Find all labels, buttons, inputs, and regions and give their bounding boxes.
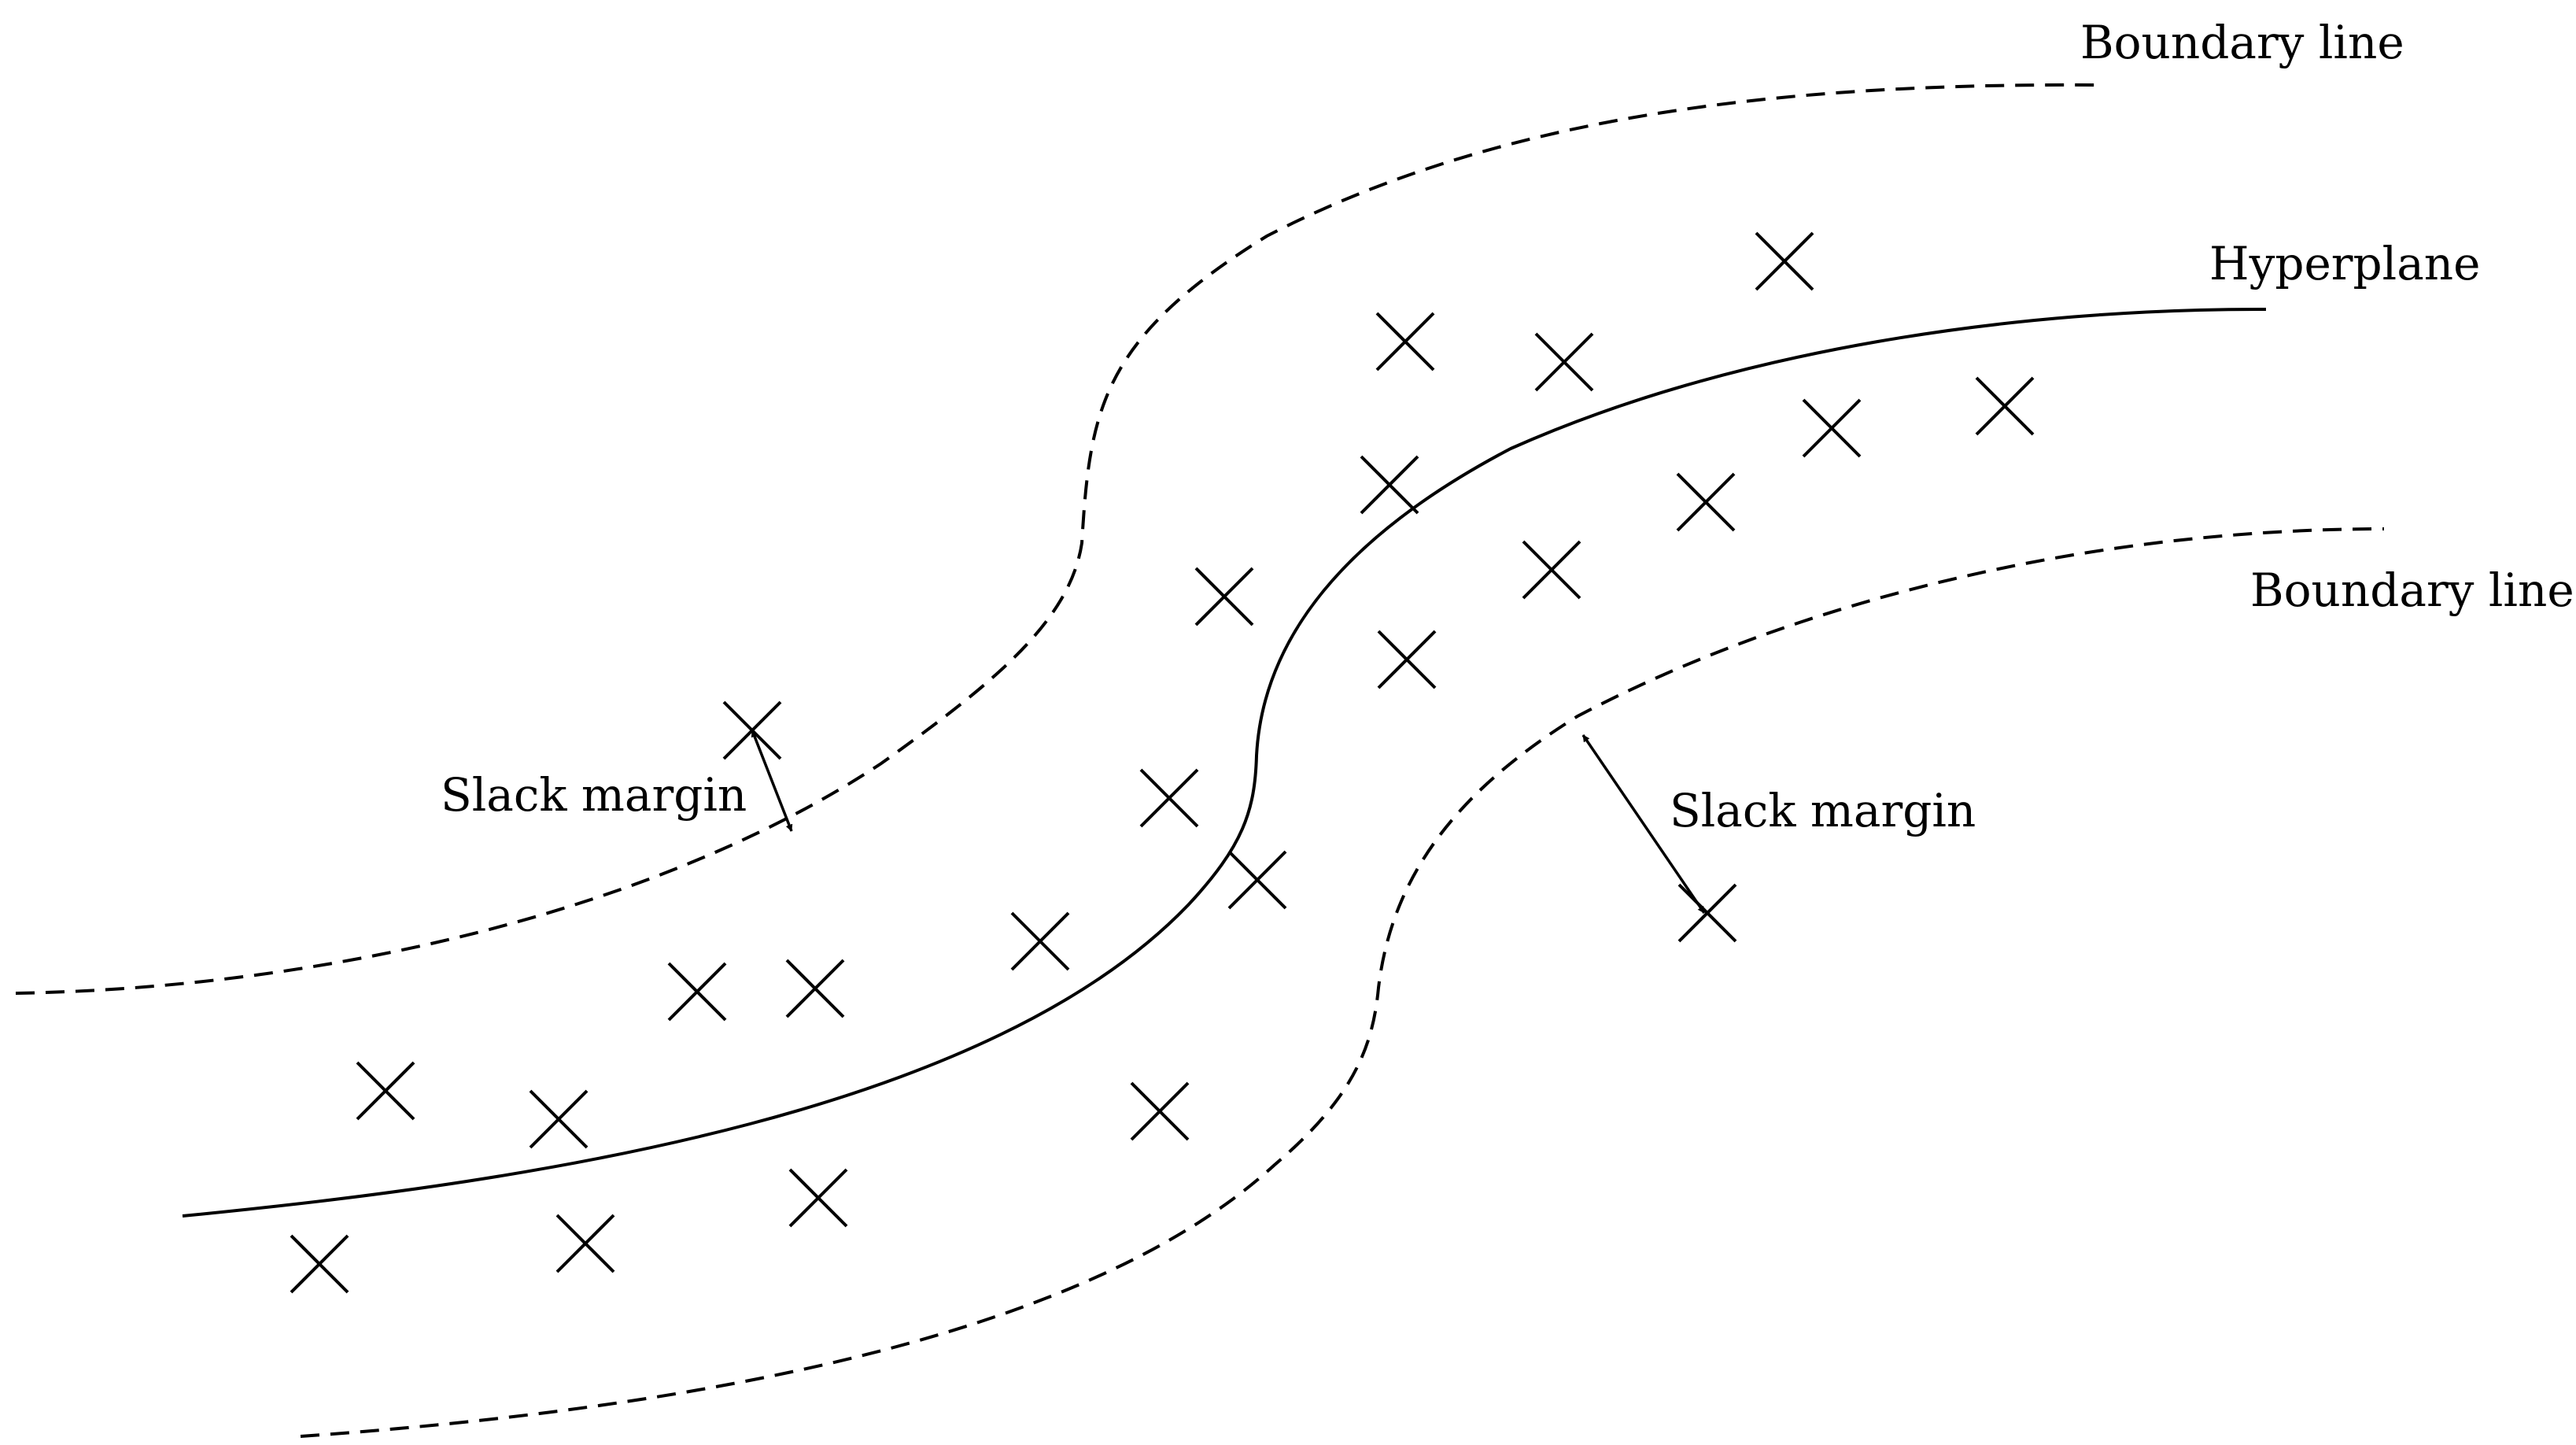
slack-margin-right-arrow xyxy=(1581,734,1706,914)
cross-icon xyxy=(1377,630,1437,689)
cross-icon xyxy=(1975,376,2035,436)
boundary-line-top-label: Boundary line xyxy=(2080,16,2404,69)
slack-margin-left-label: Slack margin xyxy=(441,768,747,822)
cross-icon xyxy=(529,1089,589,1149)
cross-icon xyxy=(1534,332,1594,392)
cross-icon xyxy=(667,962,727,1022)
cross-icon xyxy=(1010,911,1070,971)
cross-icon xyxy=(555,1214,615,1273)
cross-icon xyxy=(1755,231,1814,291)
cross-icon xyxy=(1802,398,1862,458)
cross-icon xyxy=(290,1234,349,1294)
boundary-line-bottom-label: Boundary line xyxy=(2250,564,2574,617)
cross-icon xyxy=(1194,567,1254,626)
hyperplane-curve xyxy=(182,307,2267,1218)
cross-icon xyxy=(1676,472,1736,532)
cross-icon xyxy=(1375,312,1435,371)
cross-icon xyxy=(1522,540,1581,600)
slack-margin-right-label: Slack margin xyxy=(1670,784,1976,837)
cross-icon xyxy=(785,959,845,1018)
upper-boundary-line xyxy=(15,83,2102,995)
cross-icon xyxy=(1130,1081,1190,1141)
lower-boundary-line xyxy=(300,527,2385,1438)
cross-icon xyxy=(1227,850,1287,910)
slack-margin-left-arrow xyxy=(751,730,793,832)
hyperplane-label: Hyperplane xyxy=(2209,237,2480,290)
cross-icon xyxy=(1139,768,1199,828)
cross-icon xyxy=(356,1061,415,1121)
data-points xyxy=(290,231,2035,1294)
cross-icon xyxy=(1360,455,1419,515)
cross-icon xyxy=(1677,883,1737,943)
cross-icon xyxy=(788,1168,848,1228)
cross-icon xyxy=(722,700,782,760)
